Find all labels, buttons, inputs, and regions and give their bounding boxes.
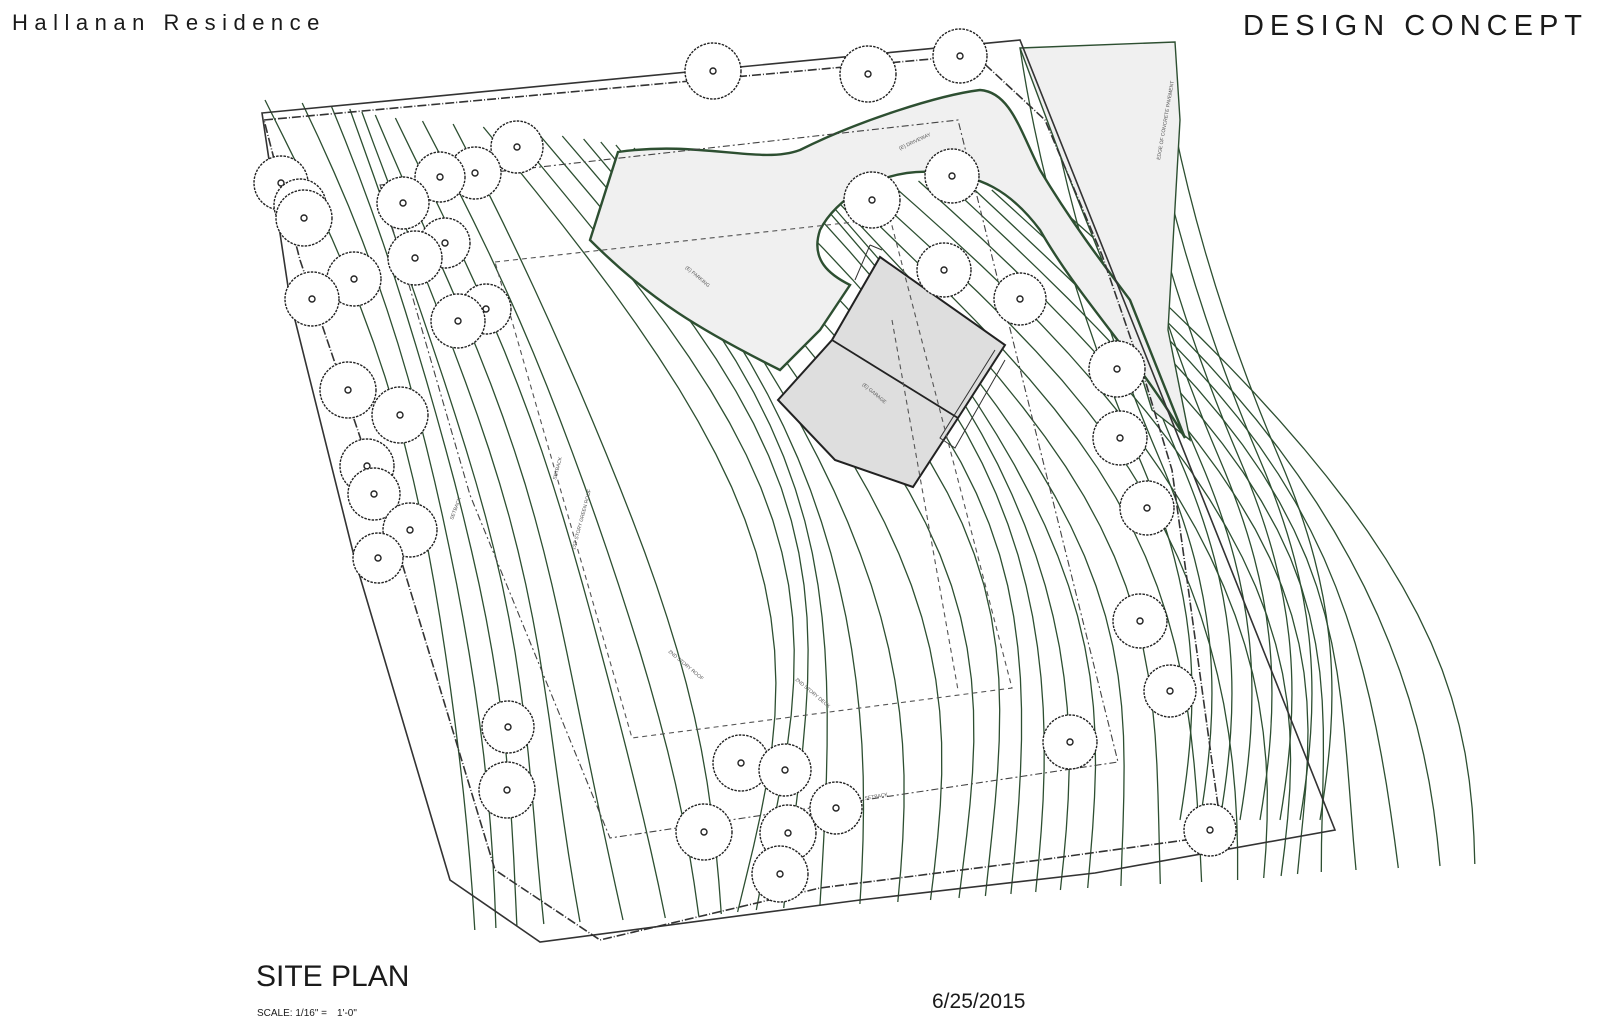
contour-line [1019, 47, 1193, 821]
contour-line [421, 120, 700, 917]
contour-line [730, 156, 1045, 893]
property-boundary [261, 39, 1337, 943]
project-name: Hallanan Residence [12, 10, 326, 35]
tree-symbol [993, 272, 1047, 326]
tree-symbol [916, 242, 972, 298]
label-setback-a: SETBACK [552, 456, 564, 481]
tree-symbol [284, 271, 340, 327]
contour-line [1159, 47, 1333, 821]
tree-symbol [1143, 664, 1197, 718]
tree-symbol [376, 176, 430, 230]
tree-symbol [481, 700, 535, 754]
trees [253, 28, 1237, 903]
tree-symbol [675, 803, 733, 861]
neighbor-pavement [1019, 41, 1192, 442]
tree-symbol [684, 42, 742, 100]
tree-symbol [839, 45, 897, 103]
tree-symbol [478, 761, 536, 819]
sheet-title: DESIGN CONCEPT [1242, 10, 1588, 42]
tree-symbol [1042, 714, 1098, 770]
scale-note: SCALE: 1/16" = 1'-0" [257, 1008, 367, 1019]
tree-symbol [347, 467, 401, 521]
tree-symbol [275, 189, 333, 247]
building-footprint [494, 217, 1013, 739]
scale-label: SCALE: 1/16" = [257, 1008, 327, 1019]
tree-symbol [924, 148, 980, 204]
tree-symbol [319, 361, 377, 419]
tree-symbol [1119, 480, 1175, 536]
driveway [588, 88, 1187, 439]
tree-symbol [1183, 803, 1237, 857]
tree-symbol [1092, 410, 1148, 466]
label-first-story: 1ST STORY GREEN ROOF [571, 489, 593, 551]
contour-line [1049, 198, 1476, 865]
fence-line [262, 54, 1223, 941]
garage-footprint [776, 255, 1007, 489]
tree-symbol [352, 532, 404, 584]
tree-symbol [490, 120, 544, 174]
label-setback-c: SETBACK [864, 792, 889, 802]
tree-symbol [326, 251, 382, 307]
tree-symbol [1112, 593, 1168, 649]
tree-symbol [843, 171, 901, 229]
tree-symbol [414, 151, 466, 203]
plan-title: SITE PLAN [256, 960, 410, 993]
tree-symbol [758, 743, 812, 797]
plan-date: 6/25/2015 [932, 990, 1026, 1013]
garage-stair [854, 244, 1006, 449]
tree-symbol [809, 781, 863, 835]
tree-symbol [932, 28, 988, 84]
tree-symbol [430, 293, 486, 349]
contour-line [1039, 47, 1213, 821]
tree-symbol [387, 230, 443, 286]
label-second-story: 2ND STORY ROOF [667, 649, 705, 682]
label-second-story-deck: 2ND STORY DECK [794, 677, 832, 710]
tree-symbol [751, 845, 809, 903]
contour-line [452, 123, 722, 915]
tree-symbol [1088, 340, 1146, 398]
scale-value: 1'-0" [336, 1008, 357, 1019]
garage-ridge-line [831, 339, 959, 419]
tree-symbol [371, 386, 429, 444]
setback-line [379, 119, 1119, 839]
